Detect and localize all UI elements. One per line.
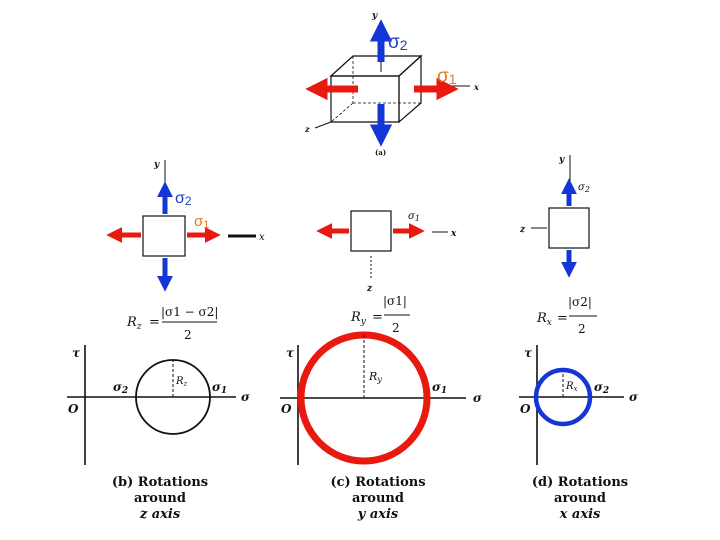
panel-b-sigma1-label: σ1 bbox=[194, 213, 209, 231]
panel-d-square bbox=[548, 207, 590, 249]
panel-a-sigma1-label: σ1 bbox=[437, 66, 457, 87]
panel-d-formula-lhs: Rx bbox=[536, 311, 552, 328]
cube-hidden-edge-3 bbox=[330, 102, 354, 123]
panel-d-caption-line-2: around bbox=[554, 491, 606, 506]
cube-top-face bbox=[329, 55, 423, 77]
panel-a-cube-figure: y x z σ2 σ1 (a) bbox=[304, 11, 479, 157]
panel-b-sigma2-label: σ2 bbox=[175, 190, 192, 208]
panel-c-caption: (c) Rotations around y axis bbox=[330, 475, 425, 522]
panel-b-tau-label: τ bbox=[72, 346, 81, 360]
panel-c-origin-label: O bbox=[281, 402, 292, 416]
panel-b-y-label: y bbox=[153, 160, 160, 170]
panel-b-x-label: x bbox=[259, 232, 265, 243]
panel-c-formula-equals: = bbox=[372, 310, 383, 325]
panel-b-square bbox=[142, 215, 186, 257]
panel-a-z-axis bbox=[314, 121, 332, 129]
panel-b-caption-line-1: (b) Rotations bbox=[112, 475, 208, 490]
panel-d-caption: (d) Rotations around x axis bbox=[532, 475, 628, 522]
panel-d-y-label: y bbox=[558, 155, 565, 165]
panel-a-y-label: y bbox=[371, 11, 378, 21]
panel-b-formula-equals: = bbox=[149, 315, 160, 330]
panel-b-caption-line-3: z axis bbox=[139, 507, 181, 522]
panel-b-formula-lhs: Rz bbox=[126, 315, 142, 332]
panel-d-formula-equals: = bbox=[557, 311, 568, 326]
panel-d-radius-label: Rx bbox=[565, 381, 578, 393]
panel-c-caption-line-2: around bbox=[352, 491, 404, 506]
panel-a-sigma2-label: σ2 bbox=[388, 32, 408, 53]
panel-b-formula-denominator: 2 bbox=[184, 328, 192, 342]
panel-d-tau-label: τ bbox=[524, 346, 533, 360]
panel-b-caption: (b) Rotations around z axis bbox=[112, 475, 208, 522]
panel-c-formula-denominator: 2 bbox=[392, 321, 400, 335]
panel-d-sigma2-label: σ2 bbox=[578, 182, 590, 194]
panel-c-formula-numerator: |σ1| bbox=[383, 294, 407, 308]
panel-c-element-figure: x z σ1 bbox=[316, 210, 457, 294]
panel-b-sigma-axis-label: σ bbox=[241, 390, 250, 404]
panel-c-radius-label: Ry bbox=[368, 370, 382, 384]
panel-b-formula: Rz = |σ1 − σ2| 2 bbox=[126, 305, 218, 342]
panel-b-s1-label: σ1 bbox=[212, 380, 227, 396]
panel-a-z-label: z bbox=[304, 124, 310, 134]
panel-c-mohr-plot: τ O σ Ry σ1 bbox=[280, 331, 482, 465]
panel-c-x-label: x bbox=[450, 229, 457, 239]
panel-c-sigma-axis-label: σ bbox=[473, 391, 482, 405]
cube-front-face bbox=[330, 75, 400, 123]
panel-d-element-figure: y z σ2 bbox=[519, 155, 590, 278]
panel-d-z-label: z bbox=[519, 225, 526, 235]
panel-c-caption-line-1: (c) Rotations bbox=[330, 475, 425, 490]
panel-b-caption-line-2: around bbox=[134, 491, 186, 506]
panel-b-formula-numerator: |σ1 − σ2| bbox=[161, 305, 218, 319]
panel-c-square bbox=[350, 210, 392, 252]
panel-c-sigma1-label: σ1 bbox=[408, 211, 420, 223]
panel-b-radius-label: Rz bbox=[175, 376, 188, 388]
panel-b-origin-label: O bbox=[68, 402, 79, 416]
panel-c-formula-lhs: Ry bbox=[350, 310, 367, 327]
panel-d-caption-line-1: (d) Rotations bbox=[532, 475, 628, 490]
panel-d-mohr-circle bbox=[533, 367, 593, 427]
panel-d-formula-denominator: 2 bbox=[578, 322, 586, 336]
panel-c-z-label: z bbox=[366, 284, 373, 294]
panel-d-mohr-plot: τ O σ Rx σ2 bbox=[519, 345, 638, 465]
panel-d-s2-label: σ2 bbox=[594, 380, 609, 396]
panel-a-caption: (a) bbox=[375, 148, 386, 157]
panel-d-formula: Rx = |σ2| 2 bbox=[536, 295, 597, 336]
panel-b-mohr-plot: τ O σ Rz σ2 σ1 bbox=[67, 345, 250, 465]
panel-d-caption-line-3: x axis bbox=[559, 507, 601, 522]
panel-a-x-label: x bbox=[473, 82, 479, 92]
panel-d-formula-numerator: |σ2| bbox=[568, 295, 592, 309]
panel-c-s1-label: σ1 bbox=[432, 380, 447, 396]
panel-c-tau-label: τ bbox=[286, 346, 295, 360]
panel-c-caption-line-3: y axis bbox=[357, 507, 399, 522]
panel-b-element-figure: y x σ2 σ1 bbox=[106, 160, 265, 292]
panel-c-formula: Ry = |σ1| 2 bbox=[350, 294, 410, 335]
panel-d-origin-label: O bbox=[520, 402, 531, 416]
panel-d-sigma-axis-label: σ bbox=[629, 390, 638, 404]
panel-b-s2-label: σ2 bbox=[113, 380, 128, 396]
